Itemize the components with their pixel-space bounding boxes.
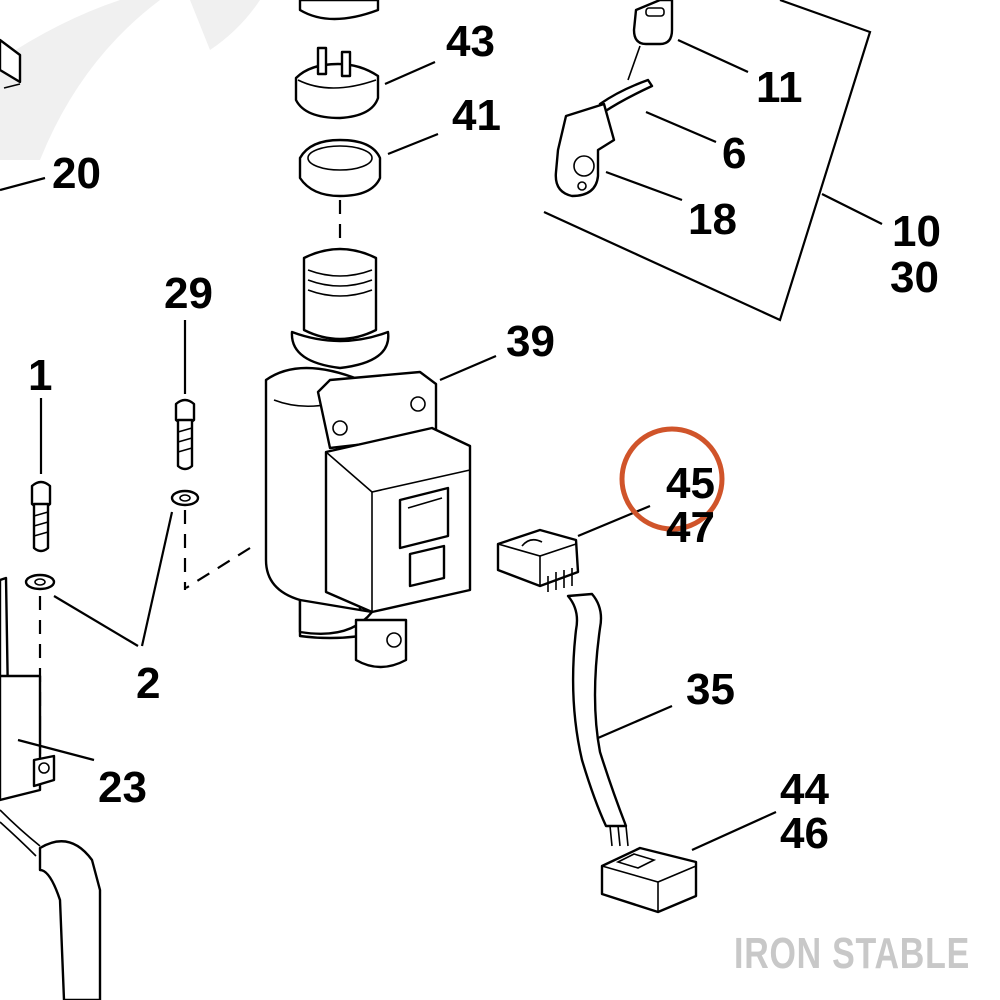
callout-6: 6 [722, 129, 746, 178]
callout-29: 29 [164, 269, 213, 318]
callout-10: 10 [892, 207, 941, 256]
callout-23: 23 [98, 763, 147, 812]
part-2-leader [53, 511, 174, 647]
part-29-screw [170, 320, 200, 590]
part-ring-top [298, 0, 380, 21]
background-watermark-shape [0, 0, 260, 160]
part-23-valve [0, 576, 102, 1000]
callout-43: 43 [446, 17, 495, 66]
part-43-bushing [294, 46, 436, 120]
callout-35: 35 [686, 665, 735, 714]
callout-47: 47 [666, 503, 715, 552]
callout-1: 1 [28, 351, 52, 400]
callout-46: 46 [780, 809, 829, 858]
callout-18: 18 [688, 195, 737, 244]
part-cable-harness [496, 504, 777, 914]
callout-45: 45 [666, 459, 715, 508]
watermark-text: IRON STABLE [734, 929, 970, 978]
callout-2: 2 [136, 659, 160, 708]
callout-20: 20 [52, 149, 101, 198]
callout-30: 30 [890, 253, 939, 302]
callout-41: 41 [452, 91, 501, 140]
part-39-main-body [185, 247, 497, 669]
callout-44: 44 [780, 765, 829, 814]
callout-11: 11 [756, 63, 803, 112]
part-41-ring [298, 132, 439, 198]
part-kit-10-30 [543, 0, 883, 322]
part-20-fragment [0, 38, 46, 192]
callout-39: 39 [506, 317, 555, 366]
highlight-circle [619, 426, 725, 532]
